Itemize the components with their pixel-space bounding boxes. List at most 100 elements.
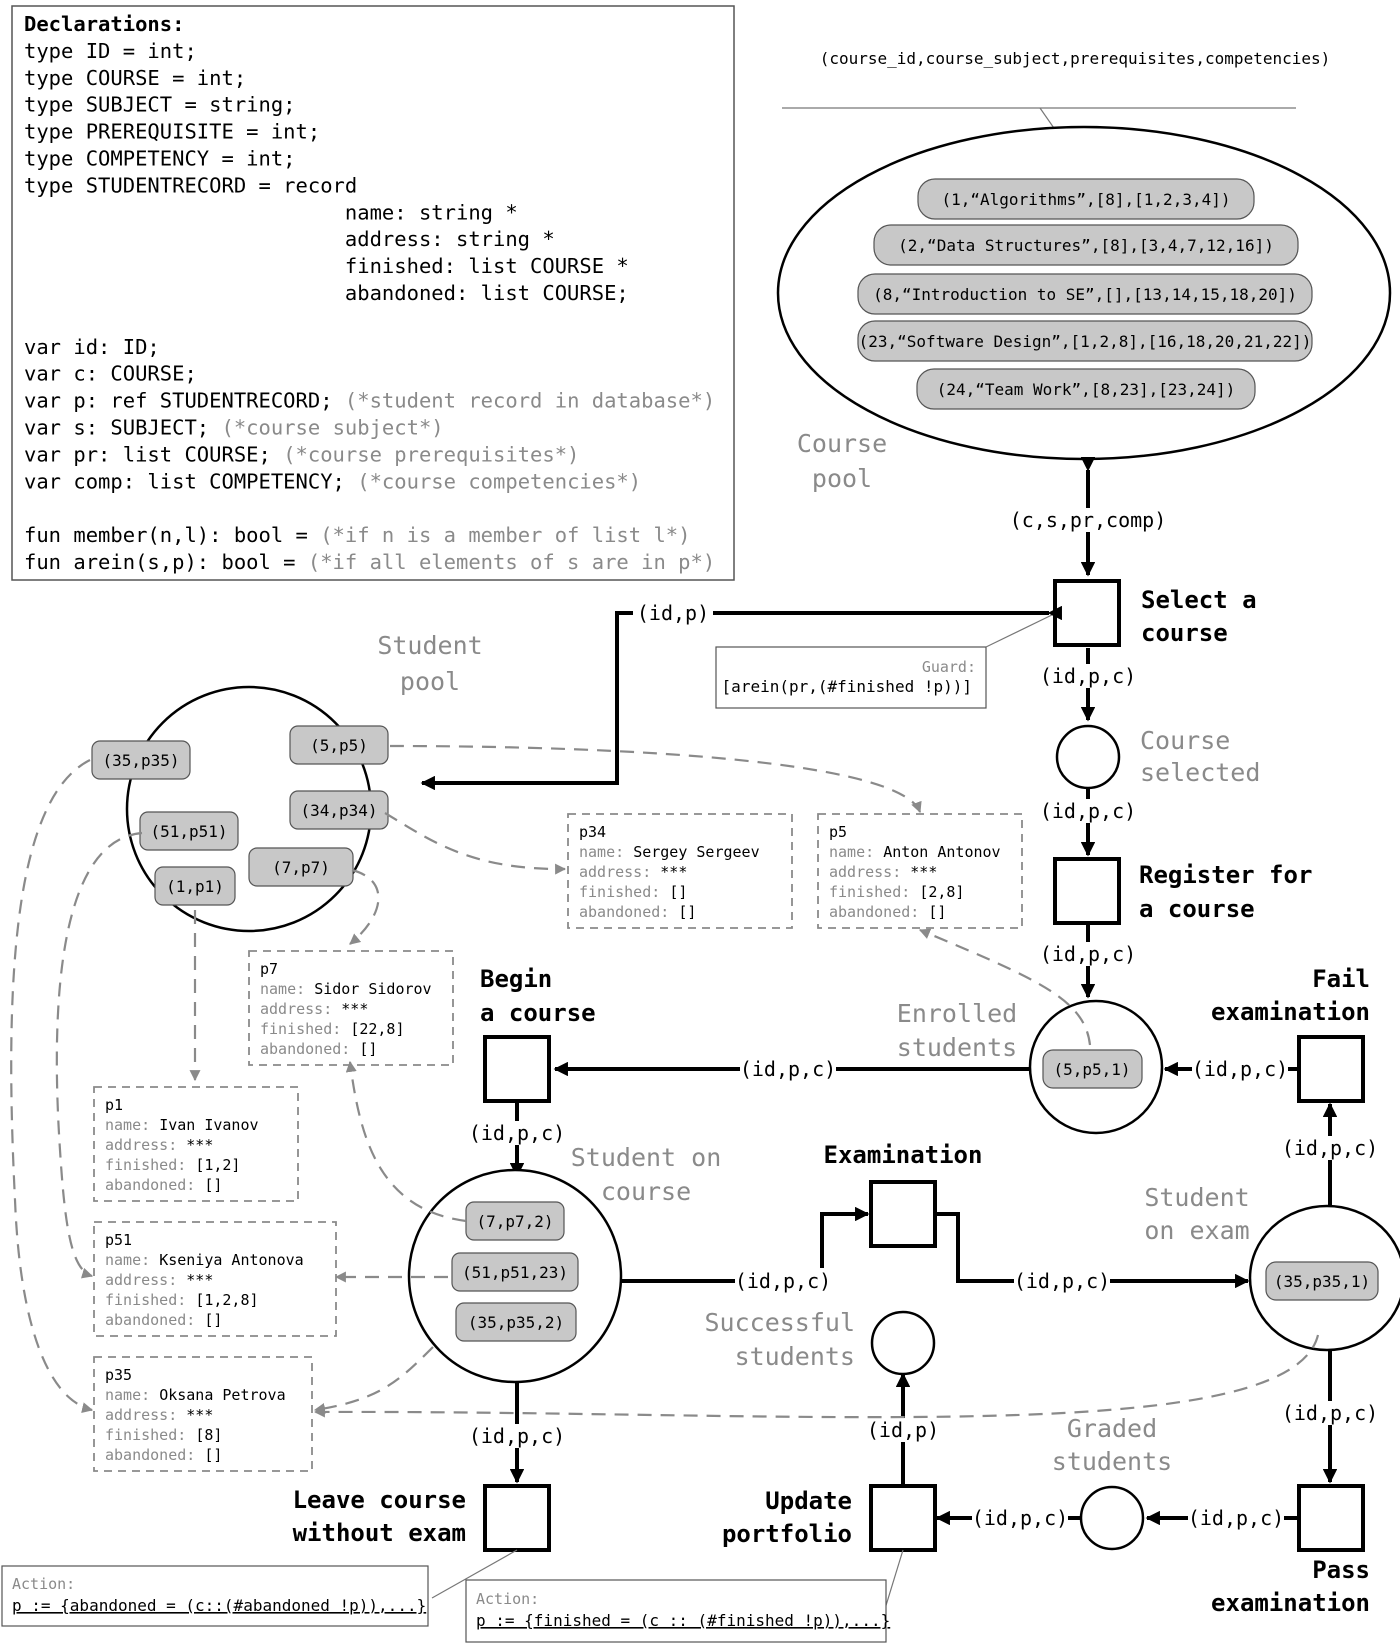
record-field-label: address: bbox=[579, 863, 660, 881]
token-on-exam-box bbox=[1265, 1261, 1379, 1301]
arc-label-bg bbox=[1282, 1136, 1378, 1160]
record-field-label: abandoned: bbox=[105, 1176, 204, 1194]
course-token-box bbox=[916, 368, 1256, 410]
record-p51-name: name: Kseniya Antonova bbox=[105, 1251, 304, 1269]
arc-label-id-p-c-11: (id,p,c) bbox=[1188, 1506, 1284, 1530]
record-p5-finished: finished: [2,8] bbox=[829, 883, 964, 901]
arc-on-course-examination bbox=[622, 1206, 870, 1283]
arc-label-id-p-top: (id,p) bbox=[637, 601, 709, 625]
transition-begin-label-2: a course bbox=[480, 999, 596, 1027]
record-field-value: [] bbox=[204, 1446, 222, 1464]
arc-label-bg bbox=[1188, 1505, 1284, 1531]
record-p7-address: address: *** bbox=[260, 1000, 368, 1018]
place-course-selected bbox=[1055, 724, 1121, 790]
transition-pass-label-2: examination bbox=[1211, 1589, 1370, 1617]
declaration-comment: (*course prerequisites*) bbox=[283, 442, 579, 466]
record-field-value: [] bbox=[204, 1311, 222, 1329]
on-course-token-label: (7,p7,2) bbox=[476, 1212, 553, 1231]
action-update-title: Action: bbox=[476, 1590, 539, 1608]
transition-fail-label-1: Fail bbox=[1312, 965, 1370, 993]
course-pool-tokens: (1,“Algorithms”,[8],[1,2,3,4])(2,“Data S… bbox=[857, 178, 1313, 410]
ref-p7 bbox=[349, 868, 380, 945]
place-graded-label-1: Graded bbox=[1067, 1414, 1157, 1443]
record-p7-frame bbox=[248, 950, 454, 1066]
student-token-box bbox=[139, 811, 239, 851]
course-pool-label-2: pool bbox=[812, 464, 872, 493]
action-box-update: Action: p := {finished = (c :: (#finishe… bbox=[465, 1549, 904, 1643]
record-p51-finished: finished: [1,2,8] bbox=[105, 1291, 259, 1309]
transition-leave-label-1: Leave course bbox=[293, 1486, 466, 1514]
student-token-label: (7,p7) bbox=[272, 858, 330, 877]
record-p7-id: p7 bbox=[260, 960, 278, 978]
ref-p51 bbox=[55, 831, 143, 1279]
record-p5-frame bbox=[817, 813, 1023, 929]
transition-update-label-2: portfolio bbox=[722, 1520, 852, 1548]
record-field-label: abandoned: bbox=[105, 1311, 204, 1329]
record-field-label: abandoned: bbox=[829, 903, 928, 921]
record-field-label: name: bbox=[829, 843, 883, 861]
record-field-value: Ivan Ivanov bbox=[159, 1116, 258, 1134]
declaration-line: var pr: list COURSE; bbox=[24, 442, 283, 466]
declaration-line: finished: list COURSE * bbox=[24, 254, 629, 278]
record-field-value: *** bbox=[341, 1000, 368, 1018]
transition-register-course bbox=[1053, 857, 1121, 925]
transition-fail-examination bbox=[1297, 1035, 1365, 1103]
declaration-line: type ID = int; bbox=[24, 39, 197, 63]
course-token-box bbox=[917, 178, 1255, 220]
declaration-line: type COURSE = int; bbox=[24, 66, 246, 90]
transition-examination-label: Examination bbox=[824, 1141, 983, 1169]
transition-begin-course bbox=[483, 1035, 551, 1103]
student-token-box bbox=[289, 725, 389, 765]
arc-label-bg bbox=[1014, 1268, 1110, 1294]
declarations-frame bbox=[11, 5, 735, 581]
transition-begin-label-1: Begin bbox=[480, 965, 552, 993]
action-leave-frame bbox=[1, 1565, 429, 1627]
declaration-line: type SUBJECT = string; bbox=[24, 93, 296, 117]
student-token-box bbox=[91, 740, 191, 780]
course-token-label: (2,“Data Structures”,[8],[3,4,7,12,16]) bbox=[898, 236, 1274, 255]
transition-register-label-1: Register for bbox=[1139, 861, 1312, 889]
action-leave-pointer bbox=[431, 1549, 518, 1599]
record-p34-address: address: *** bbox=[579, 863, 687, 881]
on-course-token-label: (51,p51,23) bbox=[462, 1263, 568, 1282]
course-token-label: (24,“Team Work”,[8,23],[23,24]) bbox=[937, 380, 1236, 399]
token-enrolled-label: (5,p5,1) bbox=[1053, 1060, 1130, 1079]
transition-pass-label-1: Pass bbox=[1312, 1556, 1370, 1584]
declaration-comment: (*if all elements of s are in p*) bbox=[308, 550, 715, 574]
record-field-value: [] bbox=[669, 883, 687, 901]
declaration-line: var p: ref STUDENTRECORD; bbox=[24, 389, 345, 413]
arc-label-bg bbox=[1040, 799, 1136, 823]
place-on-course-label-1: Student on bbox=[571, 1143, 722, 1172]
place-successful-label-1: Successful bbox=[704, 1308, 855, 1337]
student-token-label: (1,p1) bbox=[166, 877, 224, 896]
action-update-pointer bbox=[883, 1549, 904, 1613]
arc-label-bg bbox=[633, 598, 713, 626]
declaration-line: abandoned: list COURSE; bbox=[24, 281, 629, 305]
declaration-line: var id: ID; bbox=[24, 335, 160, 359]
declaration-line: fun member(n,l): bool = bbox=[24, 523, 320, 547]
record-p1-address: address: *** bbox=[105, 1136, 213, 1154]
arc-label-id-p-c-12: (id,p,c) bbox=[972, 1506, 1068, 1530]
declarations-code: Declarations:type ID = int;type COURSE =… bbox=[24, 12, 715, 574]
record-field-value: Kseniya Antonova bbox=[159, 1251, 304, 1269]
declaration-comment: (*if n is a member of list l*) bbox=[320, 523, 690, 547]
course-pool-label-1: Course bbox=[797, 429, 887, 458]
transition-leave-course bbox=[483, 1484, 551, 1552]
transition-examination bbox=[869, 1180, 937, 1248]
student-token-label: (34,p34) bbox=[300, 801, 377, 820]
arc-label-bg bbox=[1040, 664, 1136, 688]
arc-label-id-p-c-1: (id,p,c) bbox=[1040, 664, 1136, 688]
arc-label-id-p-c-10: (id,p,c) bbox=[1282, 1401, 1378, 1425]
transition-select-course bbox=[1053, 579, 1121, 647]
record-p51-abandoned: abandoned: [] bbox=[105, 1311, 222, 1329]
record-p1-frame bbox=[93, 1086, 299, 1202]
transition-leave-label-2: without exam bbox=[293, 1519, 466, 1547]
record-field-value: Sidor Sidorov bbox=[314, 980, 431, 998]
course-token-label: (8,“Introduction to SE”,[],[13,14,15,18,… bbox=[873, 285, 1297, 304]
place-graded-students bbox=[1079, 1485, 1145, 1551]
record-field-value: Sergey Sergeev bbox=[633, 843, 759, 861]
action-leave-expression: p := {abandoned = (c::(#abandoned !p)),.… bbox=[12, 1596, 426, 1615]
record-p5-address: address: *** bbox=[829, 863, 937, 881]
course-token-box bbox=[857, 273, 1313, 315]
